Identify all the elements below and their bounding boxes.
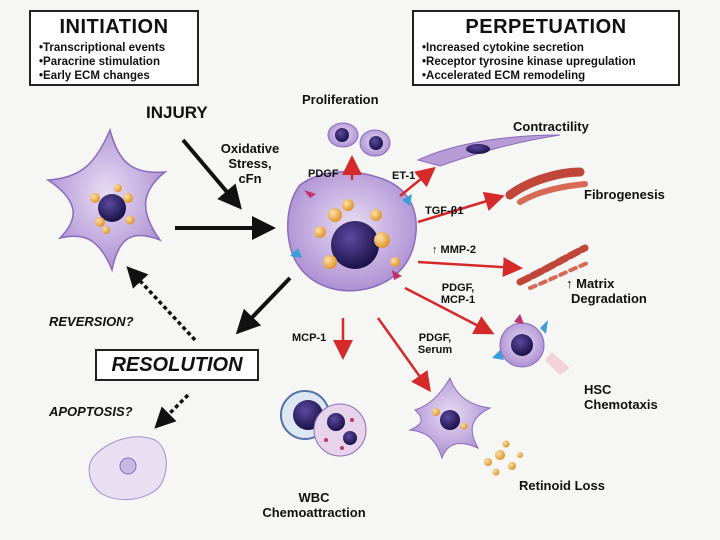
perpetuation-item: Accelerated ECM remodeling	[422, 69, 678, 83]
perpetuation-item: Receptor tyrosine kinase upregulation	[422, 55, 678, 69]
perpetuation-title: PERPETUATION	[465, 16, 627, 38]
retinoid-loss-label: Retinoid Loss	[519, 478, 605, 493]
mmp2-label: ↑ MMP-2	[432, 244, 476, 256]
initiation-item: Transcriptional events	[39, 41, 197, 55]
chemotaxis-line: Chemotaxis	[584, 397, 658, 412]
white-blood-cells	[280, 390, 367, 457]
collagen-fibers	[505, 167, 588, 205]
oxidative-line: Oxidative	[220, 141, 280, 156]
chemotactic-cell	[492, 314, 570, 375]
initiation-box: INITIATION Transcriptional events Paracr…	[29, 10, 199, 86]
contractile-cell	[416, 134, 561, 167]
degraded-matrix	[516, 244, 592, 290]
initiation-list: Transcriptional events Paracrine stimula…	[39, 41, 197, 83]
retinoid-loss-cell	[408, 376, 492, 460]
et1-label: ET-1	[392, 170, 416, 182]
initiation-item: Paracrine stimulation	[39, 55, 197, 69]
hsc-chemotaxis-label: HSC Chemotaxis	[584, 382, 658, 412]
serum-line: Serum	[417, 344, 453, 356]
injury-label: INJURY	[146, 103, 208, 122]
initiation-title: INITIATION	[59, 16, 169, 38]
tgf-label: TGF-β1	[425, 205, 464, 217]
apoptotic-cell	[88, 436, 167, 500]
oxidative-stress-label: Oxidative Stress, cFn	[210, 141, 290, 186]
matrix-degradation-label: ↑ Matrix Degradation	[566, 276, 647, 306]
perpetuation-box: PERPETUATION Increased cytokine secretio…	[412, 10, 680, 86]
chemoattraction-line: Chemoattraction	[262, 505, 366, 520]
wbc-chemoattraction-label: WBC Chemoattraction	[248, 490, 380, 520]
initiation-item: Early ECM changes	[39, 69, 197, 83]
stress-line: Stress,	[228, 156, 272, 171]
mcp1-line: MCP-1	[440, 294, 476, 306]
matrix-line: ↑ Matrix	[566, 276, 615, 291]
pdgf-line: PDGF,	[418, 332, 452, 344]
retinoid-droplets	[484, 440, 523, 476]
mediator-arrows	[333, 155, 523, 393]
pdgf-mcp1-label: PDGF, MCP-1	[430, 282, 486, 306]
pdgf-line: PDGF,	[441, 282, 475, 294]
perpetuation-list: Increased cytokine secretion Receptor ty…	[422, 41, 678, 83]
fibrogenesis-label: Fibrogenesis	[584, 187, 665, 202]
proliferation-label: Proliferation	[302, 92, 379, 107]
apoptosis-label: APOPTOSIS?	[49, 404, 133, 419]
quiescent-stellate-cell	[45, 127, 168, 273]
activated-stellate-cell	[287, 171, 417, 292]
hsc-line: HSC	[584, 382, 612, 397]
degradation-line: Degradation	[571, 291, 647, 306]
reversion-label: REVERSION?	[49, 314, 134, 329]
pdgf-label: PDGF	[308, 168, 339, 180]
pdgf-serum-label: PDGF, Serum	[410, 332, 460, 356]
wbc-line: WBC	[298, 490, 330, 505]
resolution-box: RESOLUTION	[95, 349, 259, 381]
contractility-label: Contractility	[513, 119, 589, 134]
injury-arrows	[126, 138, 292, 429]
perpetuation-item: Increased cytokine secretion	[422, 41, 678, 55]
cfn-line: cFn	[238, 171, 262, 186]
proliferating-cells	[327, 122, 391, 157]
mcp1-label: MCP-1	[292, 332, 327, 344]
